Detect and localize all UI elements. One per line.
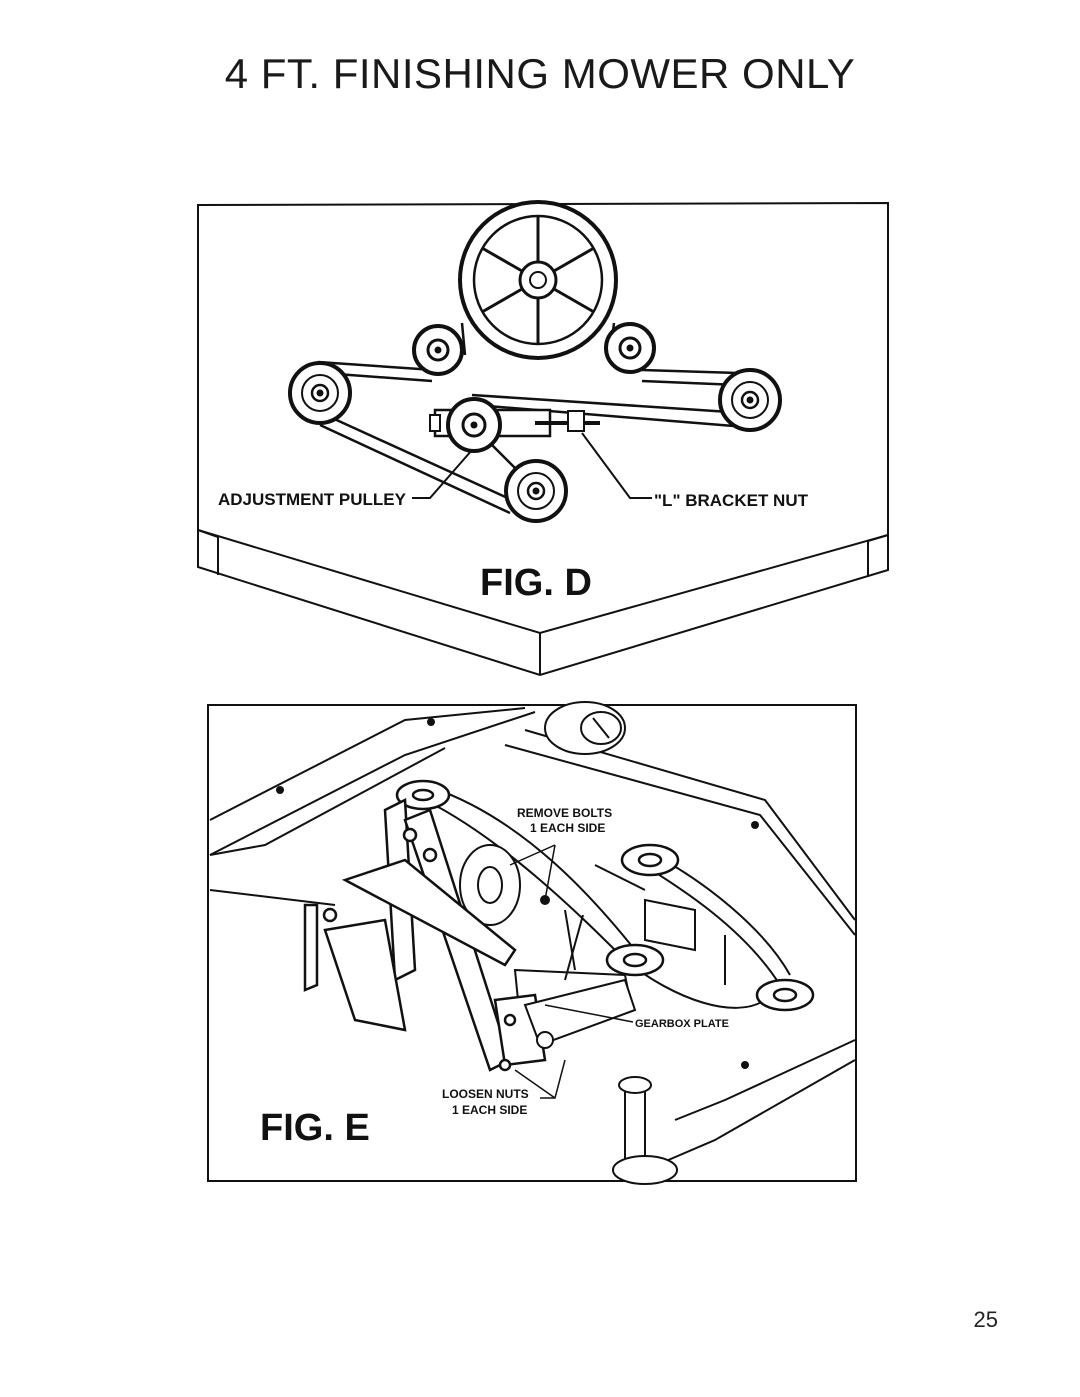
front-caster-wheel	[612, 1076, 678, 1185]
callout-leaders	[412, 432, 652, 499]
idler-arm	[594, 864, 726, 985]
gearbox	[459, 844, 550, 926]
pulley-right	[755, 978, 815, 1012]
figure-d-belt-diagram: ADJUSTMENT PULLEY "L" BRACKET NUT FIG. D	[190, 195, 895, 685]
loosen-nuts-sublabel: 1 EACH SIDE	[452, 1103, 527, 1117]
remove-bolts-label: REMOVE BOLTS	[517, 806, 612, 820]
pulley-center	[605, 943, 665, 977]
deck-bolts	[276, 718, 759, 1069]
spindle-pulley-left	[288, 361, 352, 425]
adjustment-pulley	[446, 397, 502, 453]
page-title: 4 FT. FINISHING MOWER ONLY	[224, 50, 856, 97]
mower-deck	[209, 707, 856, 1171]
idler-pulley-left	[412, 324, 464, 376]
pulley-upper-right	[620, 843, 680, 877]
spindle-pulley-right	[718, 368, 782, 432]
remove-bolts-sublabel: 1 EACH SIDE	[530, 821, 605, 835]
pulley-top-left	[395, 779, 451, 811]
fig-d-caption: FIG. D	[480, 562, 592, 604]
main-drive-pulley	[458, 200, 618, 360]
adjustment-pulley-label: ADJUSTMENT PULLEY	[218, 490, 407, 509]
gearbox-plate-label: GEARBOX PLATE	[635, 1018, 729, 1030]
spindle-pulley-center	[504, 459, 568, 523]
fig-e-caption: FIG. E	[260, 1107, 370, 1149]
three-point-hitch	[303, 798, 547, 1072]
loosen-nuts-label: LOOSEN NUTS	[442, 1087, 529, 1101]
page-number: 25	[973, 1307, 998, 1332]
bracket-nut-label: "L" BRACKET NUT	[654, 491, 809, 510]
idler-pulley-right	[604, 322, 656, 374]
rear-wheel	[544, 701, 626, 755]
figure-e-hitch-diagram: REMOVE BOLTS 1 EACH SIDE GEARBOX PLATE L…	[205, 700, 860, 1185]
callout-leaders	[509, 844, 634, 1099]
